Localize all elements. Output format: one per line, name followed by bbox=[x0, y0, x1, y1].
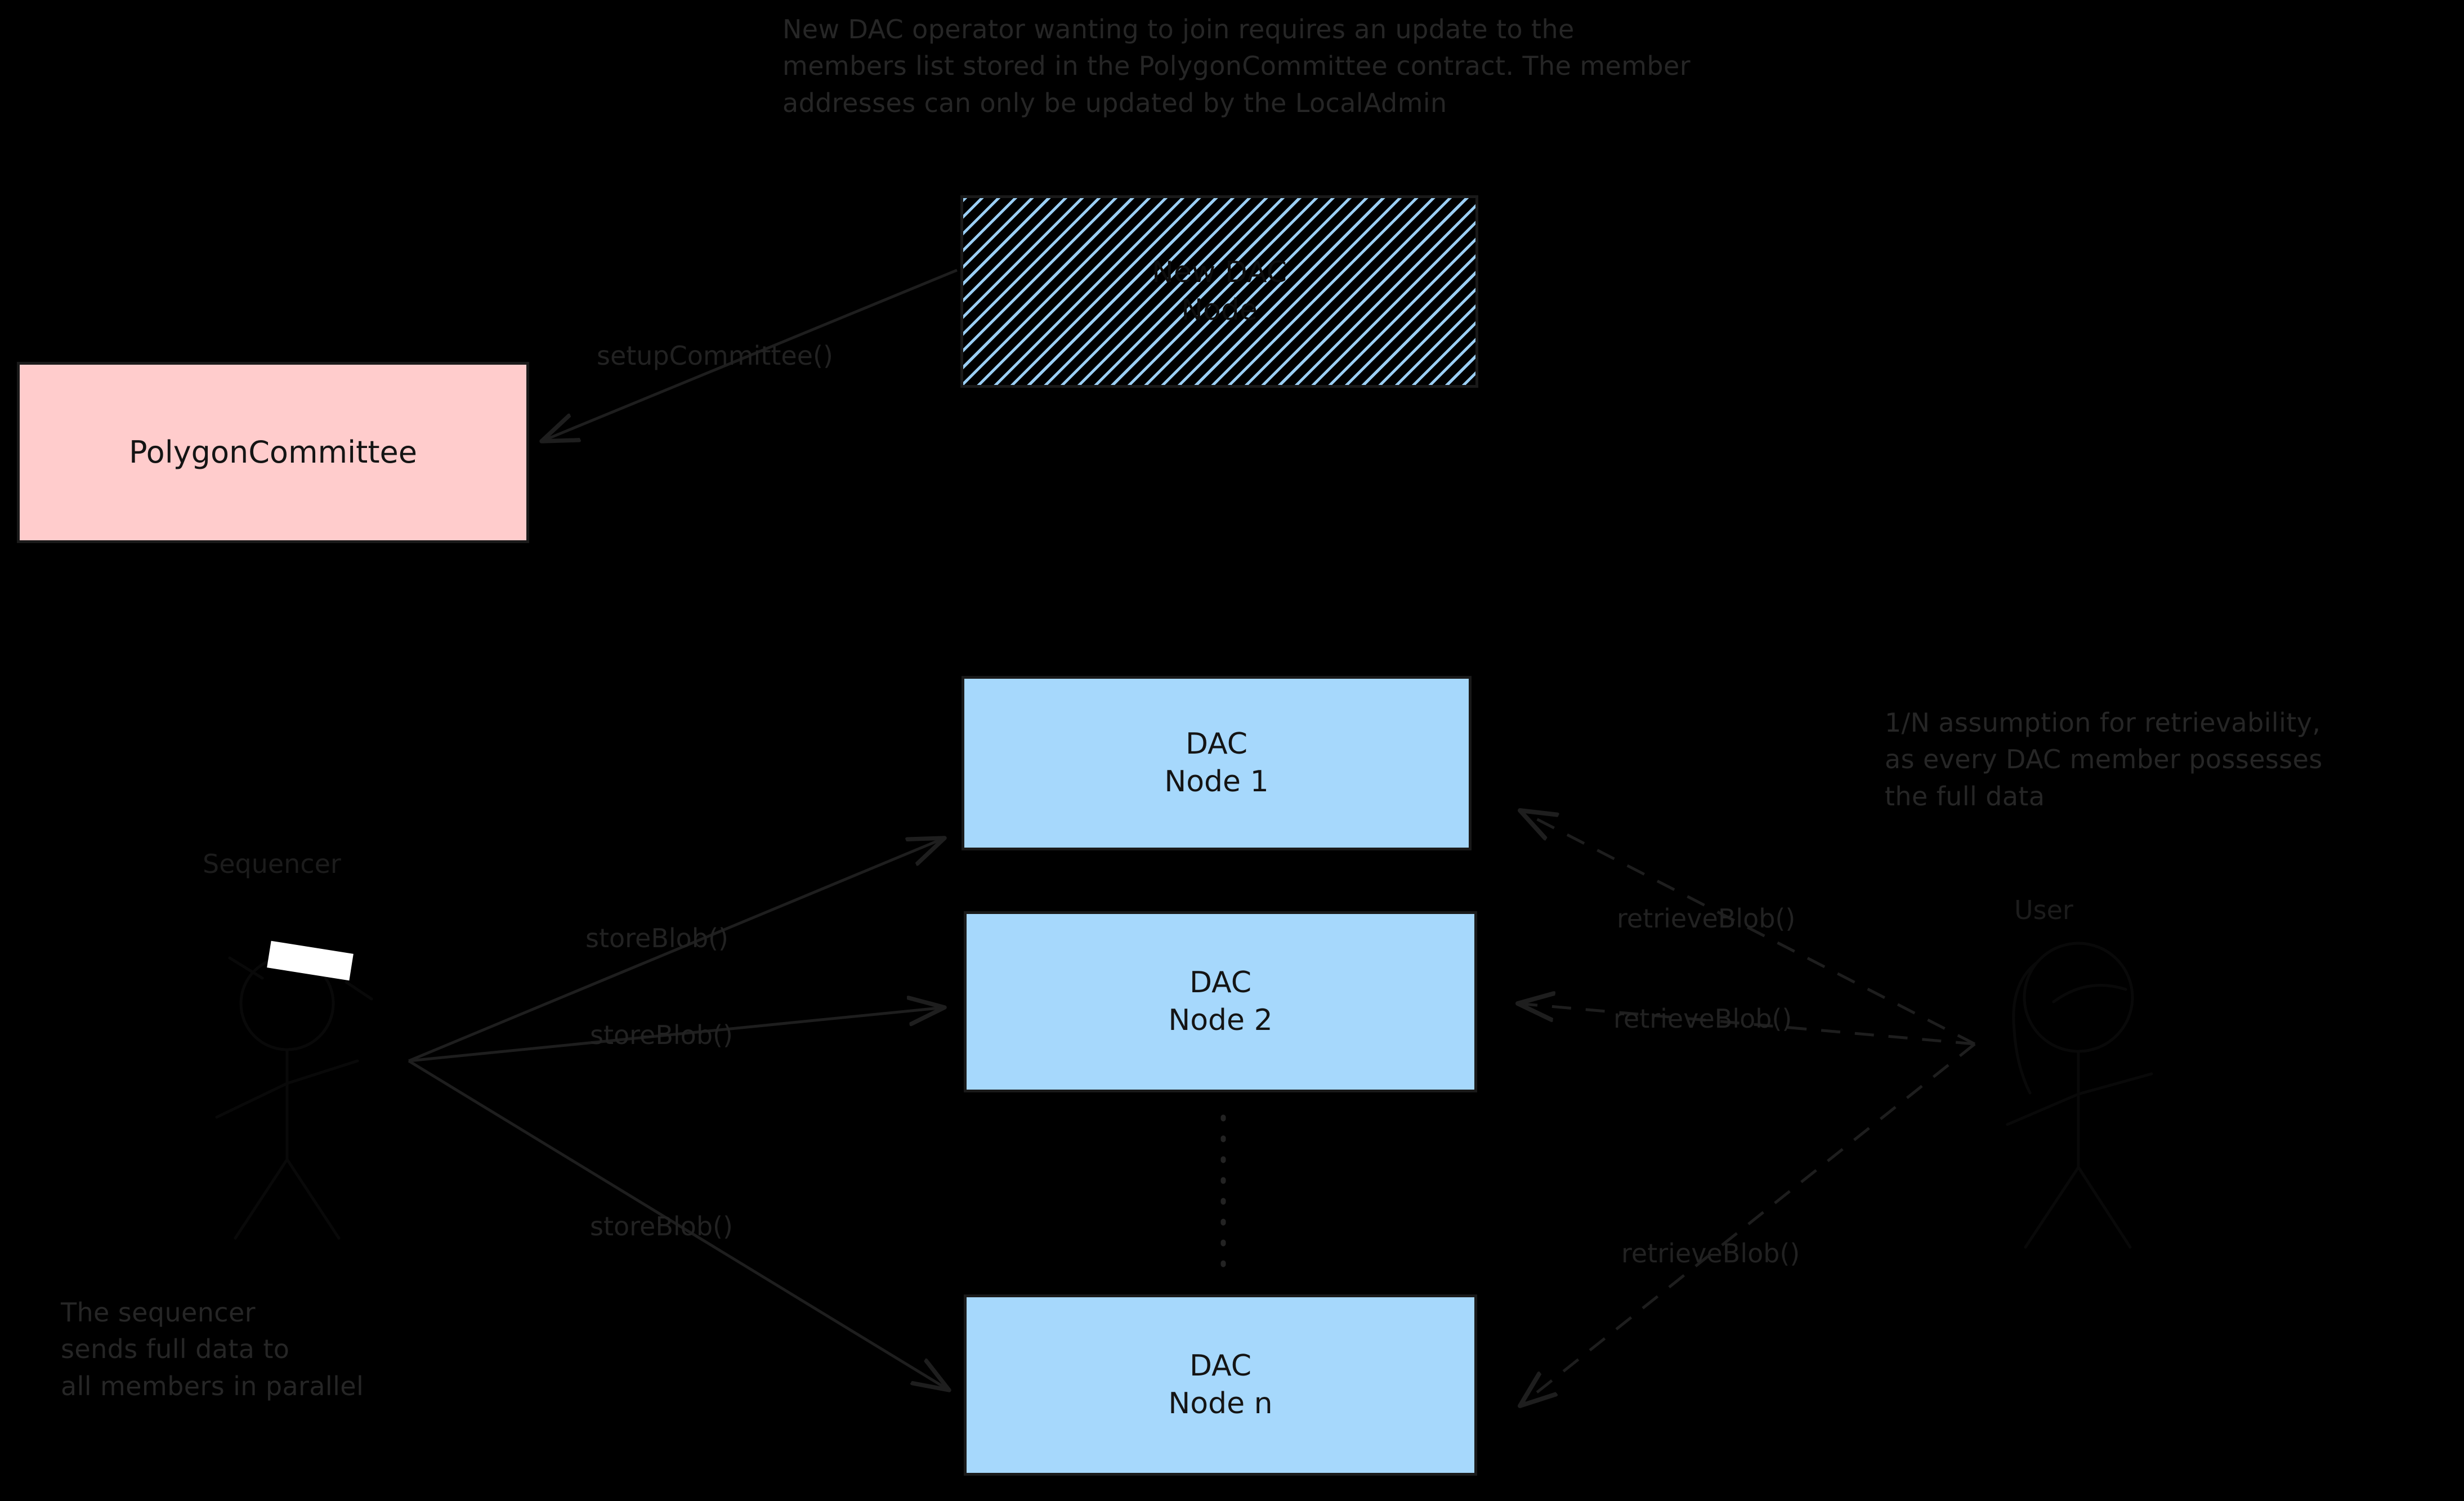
note-bottom-left-text: The sequencer sends full data to all mem… bbox=[61, 1297, 364, 1401]
box-dac-node-2-line1: DAC bbox=[1189, 966, 1252, 1000]
box-new-dac-node-line1: New DAC bbox=[1151, 256, 1287, 290]
box-polygon-committee[interactable]: PolygonCommittee bbox=[17, 362, 529, 543]
box-dac-node-n-line1: DAC bbox=[1189, 1349, 1252, 1383]
box-dac-node-n-line2: Node n bbox=[1168, 1387, 1273, 1421]
edge-label-store-blob-n: storeBlob() bbox=[590, 1211, 733, 1242]
edge-setup-committee bbox=[542, 268, 958, 441]
edge-retrieve-blob-2 bbox=[1518, 1003, 1975, 1046]
sequencer-actor-icon bbox=[215, 956, 373, 1240]
user-actor-icon bbox=[2006, 942, 2153, 1249]
edge-store-blob-2 bbox=[408, 1007, 945, 1063]
edge-store-blob-1 bbox=[408, 838, 945, 1063]
edge-label-store-blob-1: storeBlob() bbox=[585, 923, 728, 953]
note-right-text: 1/N assumption for retrievability, as ev… bbox=[1885, 707, 2323, 812]
box-new-dac-node-line2: Node bbox=[1181, 293, 1258, 327]
box-dac-node-2[interactable]: DAC Node 2 bbox=[964, 911, 1477, 1092]
edge-label-store-blob-2: storeBlob() bbox=[590, 1020, 733, 1050]
edge-label-setup-committee: setupCommittee() bbox=[597, 340, 833, 371]
box-new-dac-node[interactable]: New DAC Node bbox=[960, 195, 1478, 388]
edge-label-retrieve-blob-n: retrieveBlob() bbox=[1621, 1238, 1800, 1269]
box-dac-node-1[interactable]: DAC Node 1 bbox=[962, 676, 1472, 850]
box-dac-node-1-line2: Node 1 bbox=[1164, 765, 1269, 799]
edge-retrieve-blob-1 bbox=[1520, 810, 1976, 1046]
edge-label-retrieve-blob-2: retrieveBlob() bbox=[1613, 1003, 1792, 1034]
box-dac-node-2-line2: Node 2 bbox=[1168, 1003, 1273, 1037]
sequencer-label: Sequencer bbox=[203, 849, 341, 879]
edge-store-blob-n bbox=[408, 1059, 949, 1390]
user-label: User bbox=[2014, 895, 2073, 925]
box-dac-node-n[interactable]: DAC Node n bbox=[964, 1294, 1477, 1476]
box-polygon-committee-label: PolygonCommittee bbox=[129, 434, 417, 471]
edge-label-retrieve-blob-1: retrieveBlob() bbox=[1617, 903, 1796, 934]
edge-retrieve-blob-n bbox=[1520, 1043, 1976, 1406]
box-dac-node-1-line1: DAC bbox=[1185, 727, 1248, 761]
note-top-text: New DAC operator wanting to join require… bbox=[782, 14, 1691, 118]
